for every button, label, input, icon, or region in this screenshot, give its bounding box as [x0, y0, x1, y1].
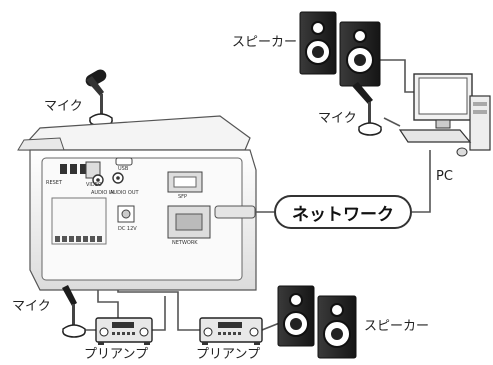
- panel-usb-label: USB: [118, 166, 129, 172]
- label-preamp-left: プリアンプ: [84, 347, 149, 362]
- network-label: ネットワーク: [274, 195, 412, 229]
- line-speaker-to-pc: [380, 59, 420, 93]
- microphone-pc: [352, 82, 382, 136]
- panel-video-label: VIDEO: [86, 182, 102, 188]
- panel-sfp-label: SFP: [178, 194, 187, 200]
- speaker-pair-top: [299, 11, 381, 87]
- label-preamp-right: プリアンプ: [196, 347, 261, 362]
- speaker-pair-bottom: [277, 285, 357, 359]
- line-network-to-pc: [412, 150, 431, 213]
- panel-network-label: NETWORK: [172, 240, 198, 246]
- line-mic-to-pc: [383, 117, 401, 127]
- camera-panel-text: RESET VIDEO USB AUDIO IN AUDIO OUT SFP N…: [46, 166, 198, 246]
- label-mic-bottom: マイク: [12, 299, 51, 314]
- label-pc: PC: [436, 169, 453, 184]
- pc: [398, 73, 491, 157]
- label-speaker-bottom: スピーカー: [364, 319, 430, 334]
- line-left-preamp-out: [150, 296, 166, 331]
- microphone-bottom: [62, 285, 86, 338]
- label-speaker-top: スピーカー: [232, 35, 298, 50]
- preamp-right: [199, 317, 263, 345]
- panel-audio-out-label: AUDIO OUT: [110, 190, 140, 196]
- label-mic-top: マイク: [44, 99, 83, 114]
- panel-dc-label: DC 12V: [118, 226, 137, 232]
- microphone-top: [85, 69, 113, 127]
- label-mic-pc: マイク: [318, 111, 357, 126]
- panel-reset-label: RESET: [46, 180, 63, 186]
- preamp-left: [95, 317, 153, 345]
- panel-audio-in-label: AUDIO IN: [91, 190, 114, 196]
- camera-body: [17, 115, 257, 291]
